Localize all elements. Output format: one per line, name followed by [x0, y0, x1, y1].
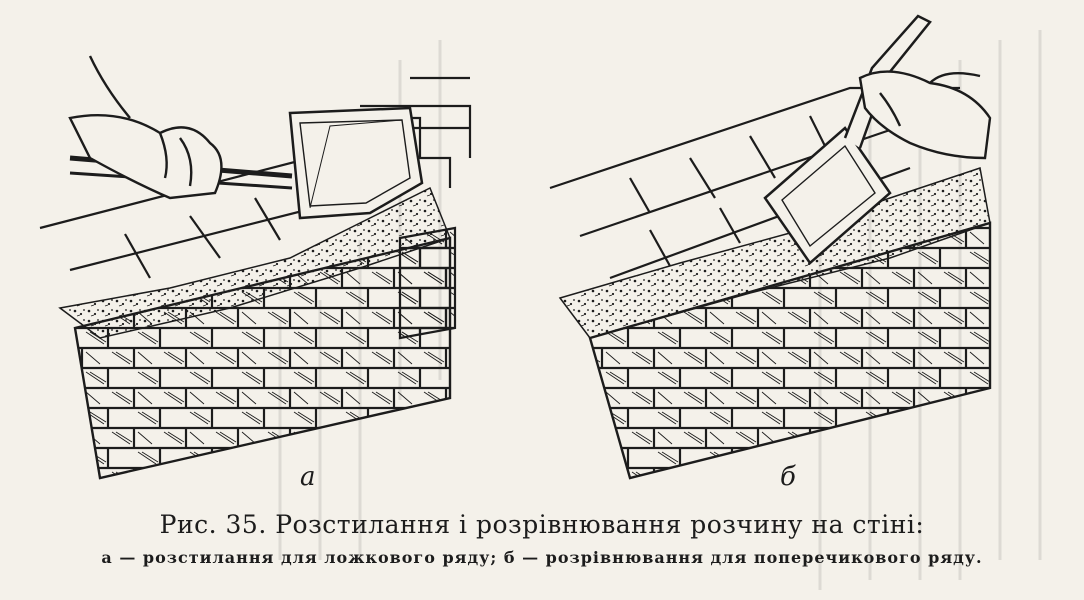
figure-label-b: б [780, 462, 796, 492]
gloved-hand-icon [858, 70, 992, 160]
figure-label-a: а [300, 462, 316, 492]
gloved-hand-icon [68, 55, 223, 200]
figure-caption-subtitle: а — розстилання для ложкового ряду; б — … [101, 548, 983, 567]
illustration [39, 14, 992, 480]
figure-caption-title: Рис. 35. Розстилання і розрівнювання роз… [159, 510, 925, 539]
figure-b-wall [549, 86, 992, 480]
